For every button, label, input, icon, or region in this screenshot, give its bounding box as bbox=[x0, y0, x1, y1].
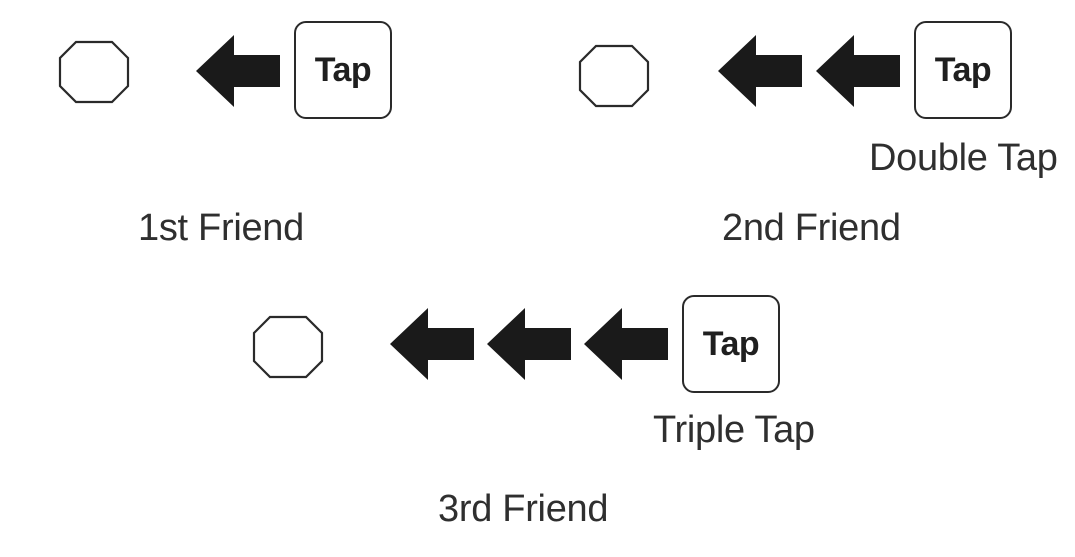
friend-label-1: 1st Friend bbox=[138, 207, 304, 249]
left-arrow-icon bbox=[487, 308, 571, 380]
left-arrow-icon bbox=[816, 35, 900, 107]
friend-target-octagon-icon bbox=[252, 315, 324, 379]
friend-target-octagon-icon bbox=[578, 44, 650, 108]
double-tap-label: Double Tap bbox=[869, 137, 1058, 179]
left-arrow-icon bbox=[584, 308, 668, 380]
tap-key[interactable]: Tap bbox=[294, 21, 392, 119]
tap-key[interactable]: Tap bbox=[914, 21, 1012, 119]
triple-tap-label: Triple Tap bbox=[653, 409, 815, 451]
friend-target-octagon-icon bbox=[58, 40, 130, 104]
tap-key[interactable]: Tap bbox=[682, 295, 780, 393]
left-arrow-icon bbox=[390, 308, 474, 380]
left-arrow-icon bbox=[196, 35, 280, 107]
friend-label-3: 3rd Friend bbox=[438, 488, 609, 530]
friend-label-2: 2nd Friend bbox=[722, 207, 901, 249]
left-arrow-icon bbox=[718, 35, 802, 107]
